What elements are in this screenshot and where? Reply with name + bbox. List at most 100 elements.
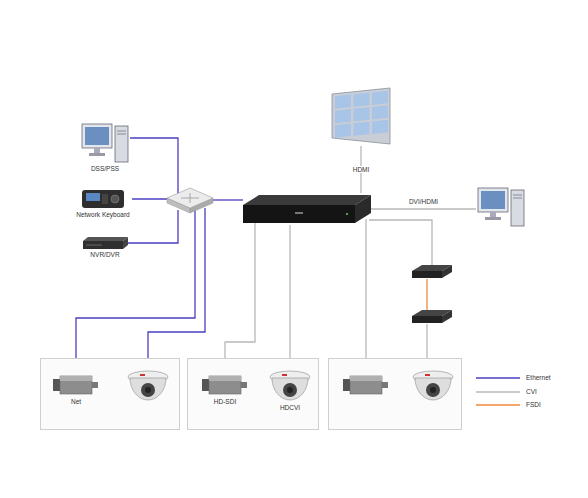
legend-line [476, 404, 520, 406]
rect-part [102, 194, 108, 204]
camera-panel [328, 358, 462, 430]
rect-part [382, 382, 388, 388]
recorder-device: NVR/DVR [82, 236, 128, 259]
device-label: NVR/DVR [82, 250, 128, 259]
rect-part [92, 382, 98, 388]
polygon-part [332, 88, 390, 144]
cam-icon [343, 371, 389, 397]
box-camera [343, 371, 389, 397]
dec-icon [243, 193, 371, 225]
rect-part [295, 212, 303, 214]
dome-icon [126, 363, 170, 403]
legend-text: Ethernet [526, 374, 551, 382]
rect-part [425, 374, 430, 376]
polygon-part [243, 195, 371, 205]
network-keyboard: Network Keyboard [74, 186, 132, 219]
device-label: DSS/PSS [80, 164, 130, 173]
circle-part [287, 387, 293, 393]
trans-icon [412, 265, 452, 279]
cable-line [76, 210, 195, 375]
circle-part [145, 387, 151, 393]
rect-part [412, 271, 442, 278]
cam-icon [202, 371, 248, 397]
rect-part [60, 376, 92, 394]
cable-line [426, 279, 427, 312]
polygon-part [354, 122, 370, 136]
rect-part [241, 382, 247, 388]
dome-icon [411, 363, 455, 403]
rect-part [511, 190, 524, 226]
wall-icon [330, 86, 392, 146]
circle-part [346, 213, 348, 215]
polygon-part [335, 109, 351, 123]
polygon-part [83, 237, 128, 241]
line-part [117, 131, 126, 132]
polygon-part [354, 93, 370, 107]
path-part [130, 378, 166, 400]
polygon-part [372, 105, 388, 119]
legend-text: CVI [526, 388, 537, 396]
dome-camera [126, 363, 170, 403]
legend-text: FSDI [526, 401, 541, 409]
polygon-part [167, 188, 213, 208]
polygon-part [355, 195, 371, 223]
rect-part [94, 148, 100, 153]
camera-panel: Net [40, 358, 180, 430]
rect-part [209, 376, 241, 381]
rect-part [202, 379, 209, 391]
path-part [415, 378, 451, 400]
circle-part [111, 195, 119, 203]
path-part [272, 378, 308, 400]
line-part [86, 245, 102, 246]
rect-part [412, 316, 442, 323]
circle-part [283, 383, 297, 397]
cable-line [128, 210, 178, 243]
polygon-part [354, 107, 370, 121]
client-pc: DSS/PSS [80, 122, 130, 173]
polygon-part [123, 237, 128, 249]
device-label: HDCVI [268, 403, 312, 412]
network-switch [165, 186, 215, 214]
cam-icon [53, 371, 99, 397]
polygon-part [335, 95, 351, 109]
rect-part [83, 241, 123, 249]
rect-part [60, 376, 92, 381]
decoder-device [243, 193, 371, 225]
cable-line [289, 225, 290, 365]
polygon-part [442, 265, 452, 278]
signal-label: HDMI [352, 166, 371, 174]
rect-part [350, 376, 382, 381]
rect-part [243, 205, 355, 223]
rect-part [350, 376, 382, 394]
cable-line [371, 208, 476, 209]
circle-part [141, 383, 155, 397]
line-part [190, 193, 191, 203]
display-pc [476, 186, 528, 228]
device-label: Network Keyboard [74, 210, 132, 219]
rect-part [89, 153, 105, 156]
rect-part [85, 127, 109, 145]
cable-line [213, 199, 243, 200]
circle-part [430, 387, 436, 393]
legend-line [476, 391, 520, 393]
dome-camera [411, 363, 455, 403]
line-part [117, 134, 126, 135]
pc-icon [476, 186, 528, 228]
rect-part [140, 374, 145, 376]
rect-part [115, 126, 128, 162]
rect-part [478, 188, 508, 212]
device-label: Net [53, 397, 99, 406]
box-camera: HD-SDI [202, 371, 248, 406]
cable-line [369, 220, 432, 267]
rect-part [86, 193, 100, 201]
fiber-transceiver [412, 265, 452, 279]
device-label: HD-SDI [202, 397, 248, 406]
cable-line [130, 138, 178, 194]
cable-line [365, 219, 366, 375]
rect-part [343, 379, 350, 391]
cable-line [132, 198, 167, 199]
pc-icon [80, 122, 130, 164]
rect-part [485, 217, 501, 220]
line-part [513, 198, 522, 199]
